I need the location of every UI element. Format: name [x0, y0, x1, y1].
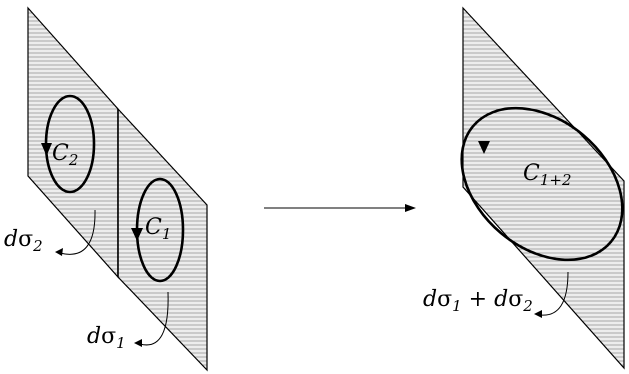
label-dsigma1: dσ1 — [87, 324, 126, 352]
label-c12: C1+2 — [523, 161, 572, 189]
right-surface-group: C1+2 dσ1 + dσ2 — [423, 6, 625, 370]
label-c2: C2 — [52, 141, 78, 169]
loop-c1-arrowhead-icon — [131, 228, 143, 241]
label-c1: C1 — [145, 215, 171, 243]
loop-c2-arrowhead-icon — [41, 143, 52, 156]
combined-surface-element — [462, 6, 625, 370]
dsigma-sum-leader-line — [539, 271, 569, 316]
label-dsigma-sum: dσ1 + dσ2 — [423, 287, 533, 315]
loop-c12 — [460, 106, 624, 262]
left-surface-group: C2 C1 dσ2 dσ1 — [4, 6, 208, 372]
dsigma1-leader-arrowhead-icon — [134, 339, 142, 347]
dsigma-sum-leader-arrowhead-icon — [534, 310, 542, 318]
transition-arrowhead-icon — [405, 204, 416, 212]
dsigma1-leader-line — [139, 291, 169, 346]
transition-arrow — [264, 204, 416, 212]
loop-c12-arrowhead-icon — [478, 141, 490, 154]
dsigma2-leader-arrowhead-icon — [55, 248, 63, 256]
label-dsigma2: dσ2 — [4, 227, 43, 255]
dsigma2-leader-line — [59, 209, 96, 255]
